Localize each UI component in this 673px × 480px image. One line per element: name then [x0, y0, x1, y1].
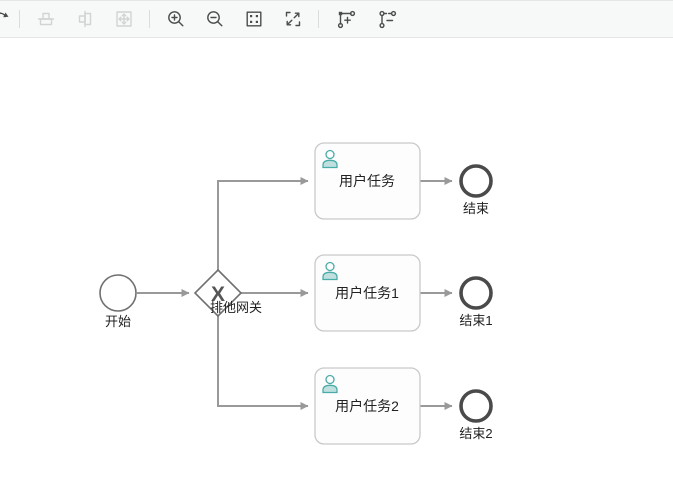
flow-gateway-to-task3[interactable]: [217, 316, 309, 410]
fit-viewport-button[interactable]: [234, 4, 273, 34]
bpmn-canvas[interactable]: 开始 X 排他网关 用户任务 用户任务1 用户任务2 结束: [0, 38, 673, 475]
end-event-label: 结束: [463, 201, 489, 216]
add-waypoint-button[interactable]: [325, 4, 367, 34]
redo-icon[interactable]: [0, 4, 13, 34]
resize-fit-icon: [115, 11, 132, 27]
end-event-circle: [459, 389, 493, 423]
gateway-x-marker: X: [211, 283, 225, 306]
user-icon: [322, 374, 338, 394]
fullscreen-button[interactable]: [273, 4, 312, 34]
gateway-diamond: [193, 268, 243, 318]
task-shape: [314, 142, 421, 220]
task-label: 用户任务: [339, 173, 395, 189]
gateway-label: 排他网关: [210, 300, 262, 315]
task-shape: [314, 367, 421, 445]
end-event-label: 结束2: [459, 426, 492, 441]
align-middle-button[interactable]: [26, 4, 65, 34]
toolbar-divider: [318, 10, 319, 28]
zoom-in-icon: [167, 11, 183, 27]
align-center-button[interactable]: [65, 4, 104, 34]
resize-fit-button[interactable]: [104, 4, 143, 34]
end-event-node-1[interactable]: 结束: [459, 164, 493, 216]
end-event-circle: [459, 276, 493, 310]
user-task-node-1[interactable]: 用户任务: [314, 142, 421, 220]
add-waypoint-icon: [337, 10, 356, 29]
end-event-label: 结束1: [459, 313, 492, 328]
fullscreen-icon: [285, 11, 300, 27]
start-event-circle: [99, 274, 137, 312]
align-center-icon: [78, 10, 91, 28]
task-label: 用户任务1: [335, 285, 399, 301]
user-icon: [322, 261, 338, 281]
remove-waypoint-icon: [379, 10, 397, 29]
end-event-circle: [459, 164, 493, 198]
zoom-out-button[interactable]: [195, 4, 234, 34]
zoom-in-button[interactable]: [156, 4, 195, 34]
zoom-out-icon: [206, 11, 222, 27]
user-task-node-2[interactable]: 用户任务1: [314, 254, 421, 332]
end-event-node-2[interactable]: 结束1: [459, 276, 493, 328]
user-icon: [322, 149, 338, 169]
align-middle-icon: [37, 12, 54, 26]
task-label: 用户任务2: [335, 398, 399, 414]
toolbar-divider: [19, 10, 20, 28]
start-event-label: 开始: [105, 314, 131, 329]
task-shape: [314, 254, 421, 332]
end-event-node-3[interactable]: 结束2: [459, 389, 493, 441]
remove-waypoint-button[interactable]: [367, 4, 409, 34]
flow-gateway-to-task1[interactable]: [217, 177, 309, 270]
toolbar: [0, 0, 673, 38]
toolbar-divider: [149, 10, 150, 28]
user-task-node-3[interactable]: 用户任务2: [314, 367, 421, 445]
bpmn-diagram: 开始 X 排他网关 用户任务 用户任务1 用户任务2 结束: [99, 142, 493, 445]
exclusive-gateway-node[interactable]: X 排他网关: [193, 268, 262, 318]
start-event-node[interactable]: 开始: [99, 274, 137, 329]
fit-viewport-icon: [246, 11, 262, 27]
